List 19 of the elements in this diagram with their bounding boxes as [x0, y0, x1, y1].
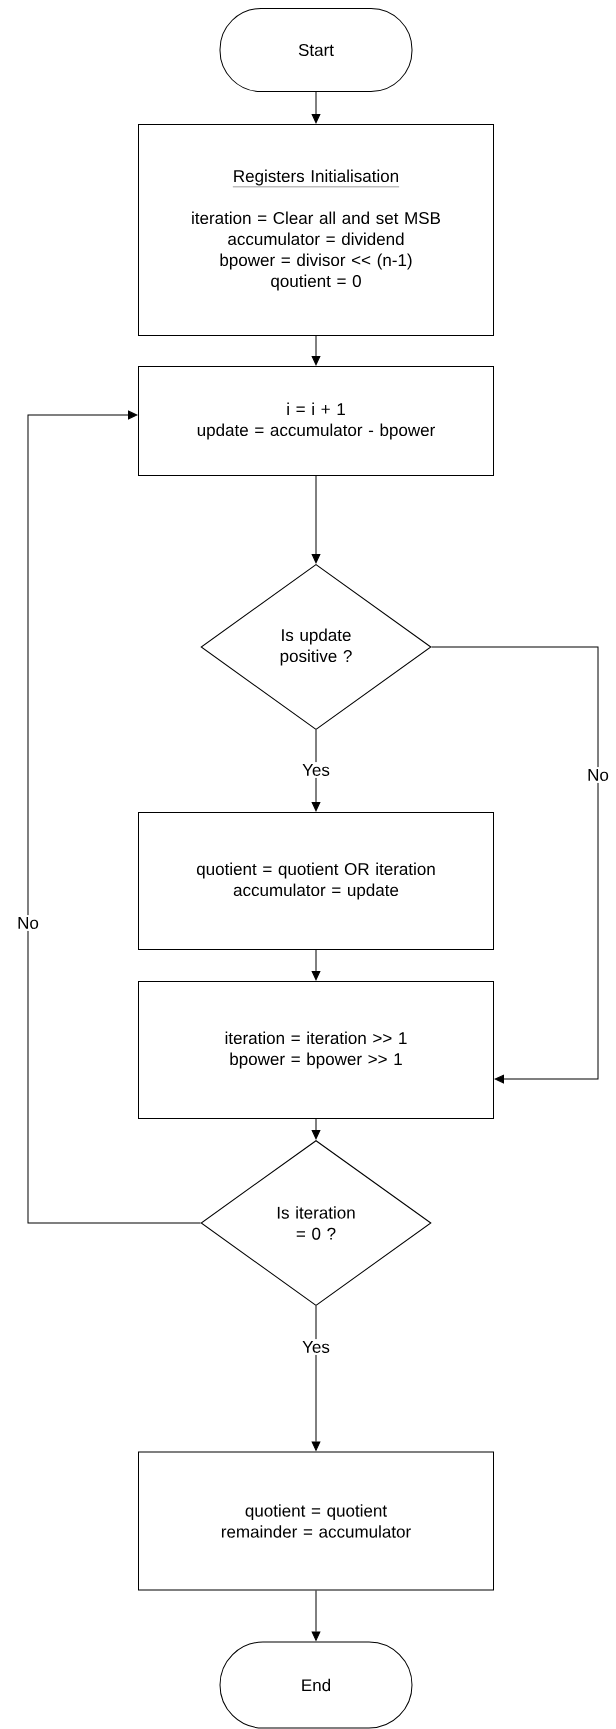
arrow	[311, 729, 321, 812]
process-box: i = i + 1 update = accumulator - bpower	[138, 366, 494, 476]
arrow	[311, 475, 321, 564]
arrow	[311, 335, 321, 366]
arrow	[311, 91, 321, 124]
edge-label: Yes	[300, 1339, 332, 1355]
arrow	[311, 1118, 321, 1140]
process-box: iteration = iteration >> 1 bpower = bpower >> 1	[138, 981, 494, 1119]
arrow	[311, 949, 321, 981]
edge-label: Yes	[300, 762, 332, 778]
arrow	[431, 646, 599, 1084]
process-box: quotient = quotient OR iteration accumulator = update	[138, 812, 494, 950]
arrow	[311, 1590, 321, 1641]
edge-label: No	[585, 767, 611, 783]
edge-label: No	[15, 915, 41, 931]
process-box: quotient = quotient remainder = accumulator	[138, 1451, 494, 1591]
process-box: Registers Initialisation iteration = Clear all and set MSB accumulator = dividend bpower = divisor << (n-1) qoutient = 0	[138, 124, 494, 336]
arrow	[27, 410, 201, 1224]
arrow	[311, 1305, 321, 1451]
